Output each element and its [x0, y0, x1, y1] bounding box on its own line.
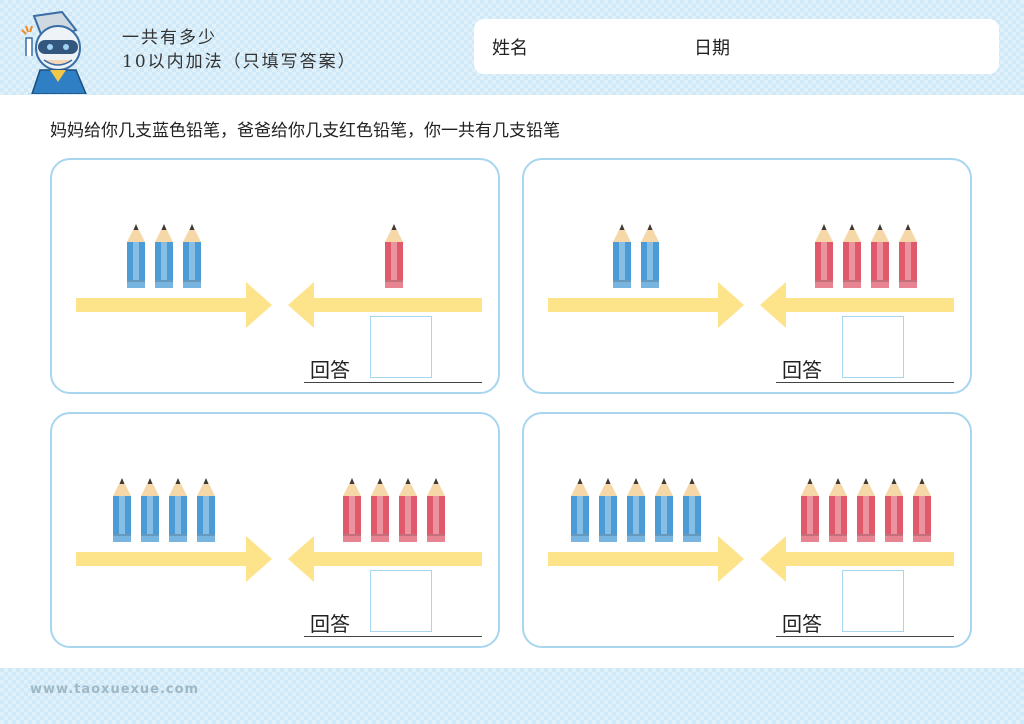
left-arrow-icon [288, 282, 482, 328]
blue-pencil-group [612, 224, 660, 288]
pencil-icon [801, 478, 819, 542]
answer-label: 回答 [310, 358, 350, 382]
pencil-icon [627, 478, 645, 542]
red-pencil-group [384, 224, 404, 288]
pencil-icon [169, 478, 187, 542]
answer-input-box[interactable] [370, 316, 432, 378]
pencil-icon [343, 478, 361, 542]
blue-pencil-group [112, 478, 216, 542]
pencil-icon [571, 478, 589, 542]
answer-input-box[interactable] [842, 316, 904, 378]
problem-card: 回答 [50, 412, 500, 648]
pencil-icon [183, 224, 201, 288]
worksheet-title: 一共有多少 10以内加法（只填写答案） [122, 26, 357, 74]
pencil-icon [641, 224, 659, 288]
answer-underline [304, 382, 482, 383]
left-arrow-icon [288, 536, 482, 582]
pencil-icon [843, 224, 861, 288]
pencil-icon [427, 478, 445, 542]
pencil-icon [913, 478, 931, 542]
answer-input-box[interactable] [370, 570, 432, 632]
pencil-icon [857, 478, 875, 542]
pencil-icon [815, 224, 833, 288]
arrows-graphic [76, 536, 482, 582]
answer-label: 回答 [310, 612, 350, 636]
arrows-graphic [548, 536, 954, 582]
red-pencil-group [342, 478, 446, 542]
pencil-icon [155, 224, 173, 288]
problem-card: 回答 [50, 158, 500, 394]
arrows-graphic [548, 282, 954, 328]
title-line-1: 一共有多少 [122, 28, 217, 48]
pencil-icon [399, 478, 417, 542]
pencil-icon [385, 224, 403, 288]
title-line-2: 10以内加法（只填写答案） [122, 52, 357, 72]
pencil-icon [371, 478, 389, 542]
answer-underline [776, 382, 954, 383]
red-pencil-group [800, 478, 932, 542]
right-arrow-icon [548, 536, 744, 582]
problem-card: 回答 [522, 158, 972, 394]
answer-label: 回答 [782, 358, 822, 382]
mascot-icon [21, 10, 87, 94]
arrows-graphic [76, 282, 482, 328]
right-arrow-icon [548, 282, 744, 328]
right-arrow-icon [76, 282, 272, 328]
pencil-icon [885, 478, 903, 542]
problem-card: 回答 [522, 412, 972, 648]
pencil-icon [871, 224, 889, 288]
answer-underline [304, 636, 482, 637]
blue-pencil-group [126, 224, 202, 288]
answer-input-box[interactable] [842, 570, 904, 632]
site-watermark: www.taoxuexue.com [30, 682, 200, 697]
instruction-text: 妈妈给你几支蓝色铅笔，爸爸给你几支红色铅笔，你一共有几支铅笔 [50, 121, 560, 141]
pencil-icon [141, 478, 159, 542]
pencil-icon [655, 478, 673, 542]
date-field-label[interactable]: 日期 [694, 38, 730, 59]
right-arrow-icon [76, 536, 272, 582]
name-date-card: 姓名 日期 [474, 19, 999, 74]
pencil-icon [197, 478, 215, 542]
answer-underline [776, 636, 954, 637]
blue-pencil-group [570, 478, 702, 542]
pencil-icon [127, 224, 145, 288]
left-arrow-icon [760, 536, 954, 582]
footer-banner [0, 668, 1024, 724]
left-arrow-icon [760, 282, 954, 328]
pencil-icon [613, 224, 631, 288]
pencil-icon [683, 478, 701, 542]
pencil-icon [899, 224, 917, 288]
pencil-icon [113, 478, 131, 542]
pencil-icon [829, 478, 847, 542]
red-pencil-group [814, 224, 918, 288]
pencil-icon [599, 478, 617, 542]
name-field-label[interactable]: 姓名 [492, 38, 528, 59]
answer-label: 回答 [782, 612, 822, 636]
